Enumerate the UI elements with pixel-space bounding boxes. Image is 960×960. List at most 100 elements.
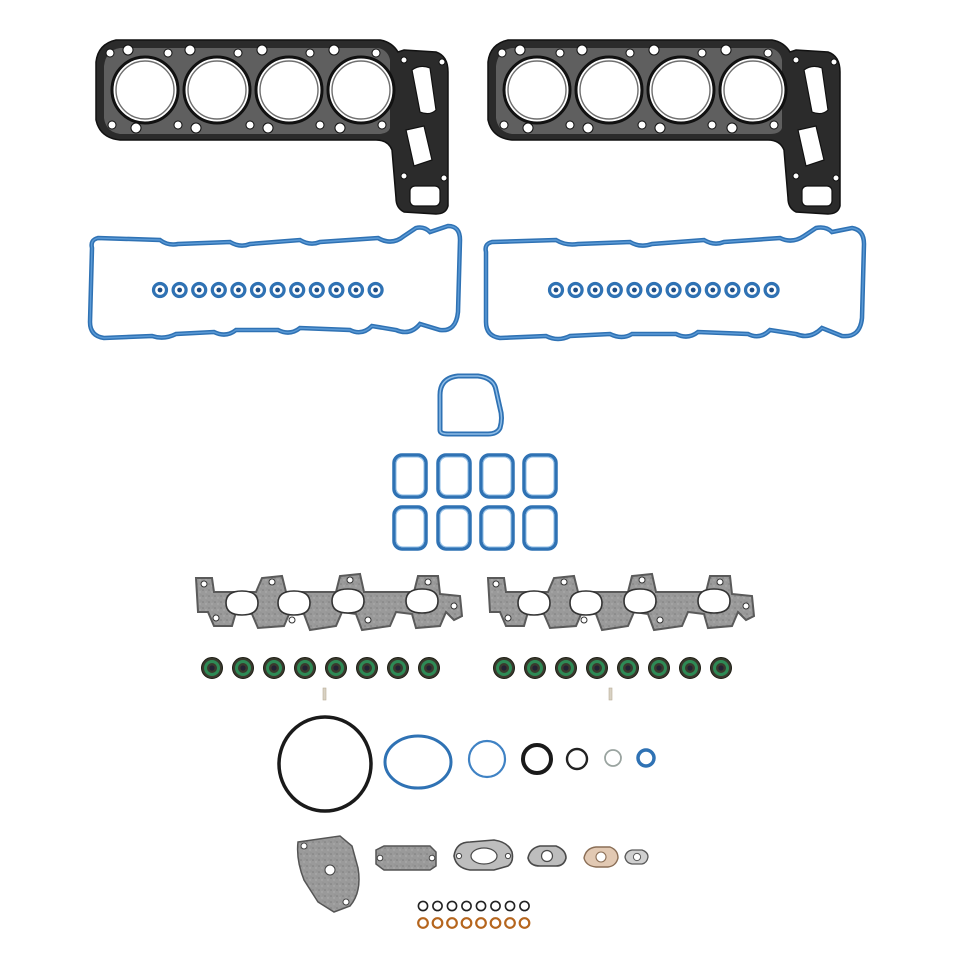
thick-black-o-ring [521,743,553,775]
bolt-hole [638,576,646,584]
spark-plug-tube-seal [210,281,227,299]
tube-seal-center [730,287,735,293]
tiny-blue-o-ring [636,748,656,768]
cylinder-head-gasket [487,39,841,215]
cylinder-bore [718,55,788,125]
washer-copper [489,917,502,929]
cylinder-bore [646,55,716,125]
intake-port-seal-highlight [482,508,512,548]
bolt-hole [184,44,196,56]
bolt-hole [424,578,432,586]
bolt-hole [565,120,575,130]
tiny-grey-o-ring [604,749,622,767]
bolt-hole [233,48,243,58]
valve-stem-seal-center [209,665,215,671]
cylinder-bore [574,55,644,125]
bore-fire-ring [723,60,783,120]
small-black-o-ring [565,747,589,771]
spark-plug-tube-seal [269,281,286,299]
valve-stem-seal-center [426,665,432,671]
exhaust-port-hole [623,588,657,614]
valve-stem-seal-center [364,665,370,671]
bolt-hole [492,580,500,588]
bolt-hole [440,174,448,182]
valve-stem-seal-ring [589,660,605,676]
intake-port-seal [392,453,428,499]
valve-cover-gasket-highlight [89,225,461,339]
spark-plug-tube-seal [328,281,345,299]
spark-plug-tube-seal [763,281,780,299]
bolt-hole [792,172,800,180]
bore-fire-ring [331,60,391,120]
cylinder-bore [326,55,396,125]
bolt-hole [438,58,446,66]
spark-plug-tube-seal [230,281,247,299]
exhaust-port-hole [331,588,365,614]
washer-black [490,900,501,912]
intake-port-seal-highlight [439,456,469,496]
bolt-hole [707,120,717,130]
cylinder-head-gaskets [95,39,841,215]
spark-plug-tube-seal [547,281,565,299]
valve-stem-seal-center [271,665,277,671]
spark-plug-tube-seal [626,281,643,299]
tube-seal-center [294,287,300,293]
valve-cover-gaskets [87,223,867,342]
valve-cover-gasket-highlight [484,226,865,340]
bolt-hole [769,120,779,130]
valve-stem-seal-ring [651,660,667,676]
bore-fire-ring [579,60,639,120]
washer-copper [518,917,531,929]
bolt-hole [580,616,588,624]
tube-seal-center [275,287,280,293]
bolt-hole [830,58,838,66]
bolt-hole [763,48,773,58]
bolt-hole [334,122,346,134]
bolt-hole [726,122,738,134]
timing-window [803,65,829,115]
valve-stem-seal-ring [421,660,437,676]
bolt-hole [262,122,274,134]
misc-gaskets [296,835,649,913]
valve-stem-seal-center [532,665,538,671]
bore-fire-ring [115,60,175,120]
exhaust-port-hole [225,590,259,616]
spark-plug-tube-seal [367,281,384,299]
valve-stem-seal-ring [235,660,251,676]
large-blue-o-ring [383,734,453,790]
timing-cover-window [409,185,441,207]
spark-plug-tube-seal [249,281,267,299]
bore-fire-ring [187,60,247,120]
bolt-hole [742,602,750,610]
tube-seal-center [671,287,676,293]
tube-seal-center [749,287,755,293]
tube-seal-center [553,287,559,293]
bolt-hole [716,578,724,586]
tube-seal-center [353,287,359,293]
valve-stem-seal-ring [527,660,543,676]
exhaust-gasket-body [486,572,756,632]
washer-black [461,900,472,912]
intake-port-seal [436,505,472,551]
washer-copper [475,917,487,929]
exhaust-port-hole [277,590,311,616]
oil-passage [405,125,433,167]
tube-seal-center [216,287,222,293]
bolt-hole [832,174,840,182]
cylinder-bore [502,55,572,125]
exhaust-manifold-gaskets [194,572,756,632]
valve-stem-seals [201,657,732,679]
washer-black [432,900,443,912]
valve-stem-seal-center [687,665,693,671]
exhaust-manifold-gasket [194,572,464,632]
bolt-hole [555,48,565,58]
rectangular-plate-gasket [375,845,437,871]
bolt-hole [400,56,408,64]
intake-port-seal-highlight [439,508,469,548]
bolt-hole [656,616,664,624]
bolt-hole [305,48,315,58]
valve-stem-seal-ring [713,660,729,676]
spark-plug-tube-seal [665,281,682,299]
valve-stem-seal-ring [359,660,375,676]
